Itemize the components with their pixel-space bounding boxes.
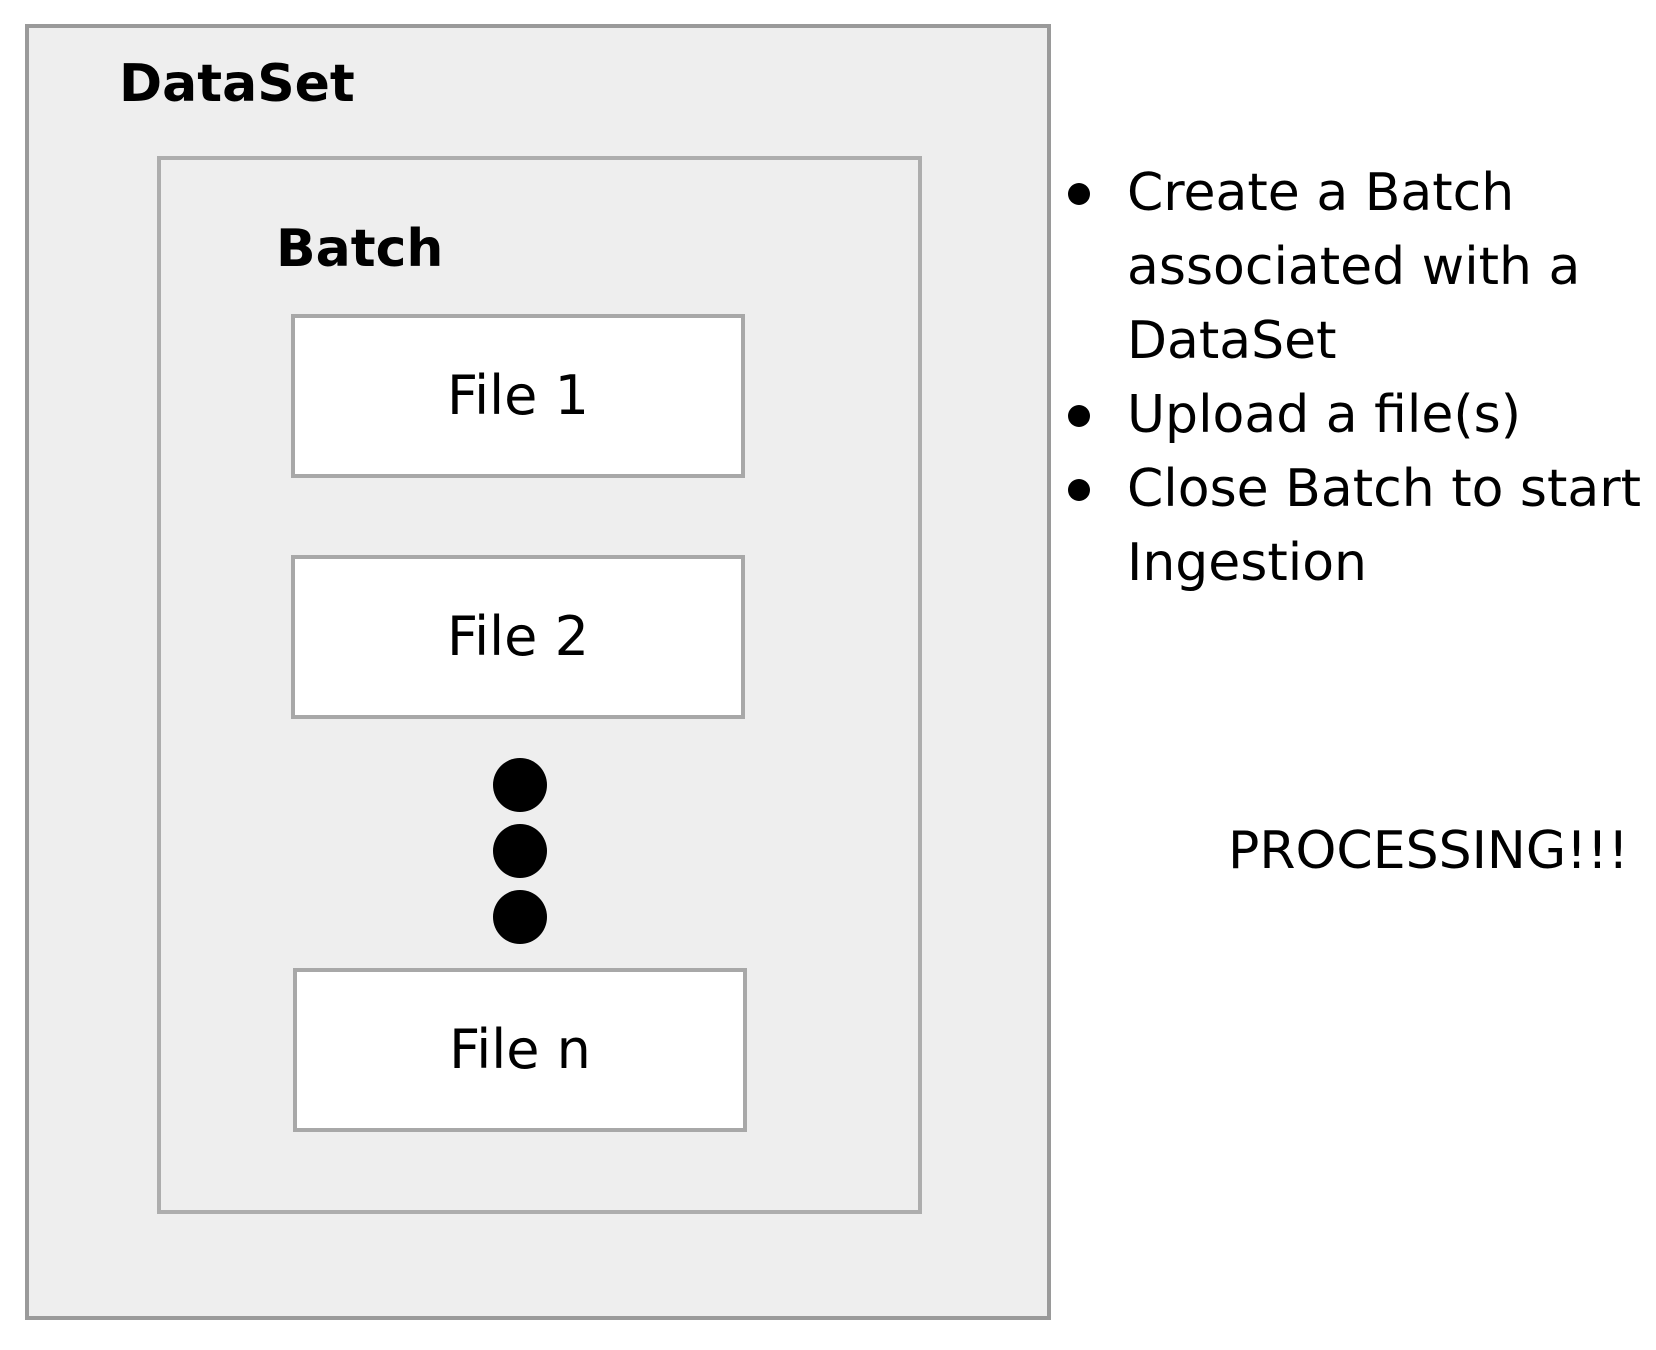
- step-item: Close Batch to start Ingestion: [1068, 452, 1648, 600]
- file-box-n: File n: [293, 968, 747, 1132]
- step-text: Close Batch to start Ingestion: [1127, 459, 1642, 593]
- step-item: Create a Batch associated with a DataSet: [1068, 156, 1648, 378]
- step-text: Create a Batch associated with a DataSet: [1127, 163, 1581, 371]
- bullet-icon: [1068, 183, 1090, 205]
- file-label: File n: [449, 1018, 591, 1081]
- batch-container: Batch File 1 File 2 File n: [157, 156, 922, 1214]
- ellipsis-dot: [493, 758, 547, 812]
- bullet-icon: [1068, 405, 1090, 427]
- dataset-container: DataSet Batch File 1 File 2 File n: [25, 24, 1051, 1320]
- vertical-ellipsis-icon: [493, 758, 547, 956]
- dataset-title: DataSet: [119, 54, 355, 114]
- step-item: Upload a file(s): [1068, 378, 1648, 452]
- batch-title: Batch: [276, 219, 444, 279]
- bullet-icon: [1068, 479, 1090, 501]
- file-label: File 2: [447, 605, 589, 668]
- file-label: File 1: [447, 364, 589, 427]
- step-text: Upload a file(s): [1127, 385, 1521, 445]
- ellipsis-dot: [493, 890, 547, 944]
- ellipsis-dot: [493, 824, 547, 878]
- file-box-2: File 2: [291, 555, 745, 719]
- processing-status: PROCESSING!!!: [1228, 821, 1629, 881]
- file-box-1: File 1: [291, 314, 745, 478]
- steps-list: Create a Batch associated with a DataSet…: [1068, 156, 1648, 600]
